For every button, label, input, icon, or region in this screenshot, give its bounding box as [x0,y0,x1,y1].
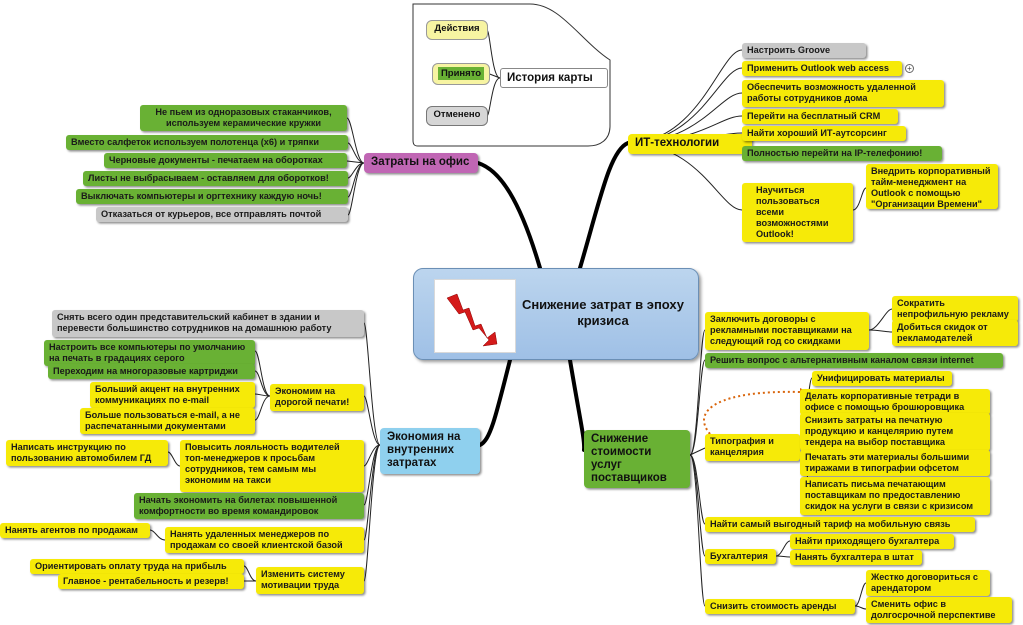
print-item-cartridges[interactable]: Переходим на многоразовые картриджи [48,364,255,379]
legend-rejected: Отменено [426,106,488,126]
typo-item-letters[interactable]: Написать письма печатающим поставщикам п… [800,477,990,515]
internal-item-instruction[interactable]: Написать инструкцию по пользованию автом… [6,440,168,466]
it-item-ip-phone[interactable]: Полностью перейти на IP-телефонию! [742,146,942,161]
it-item-groove[interactable]: Настроить Groove [742,43,866,58]
legend-accepted-label: Принято [437,67,485,80]
typo-item-offset[interactable]: Печатать эти материалы большими тиражами… [800,450,990,476]
office-item-shutdown[interactable]: Выключать компьютеры и оргтехнику каждую… [76,189,348,204]
motivation-item-reserve[interactable]: Главное - рентабельность и резерв! [58,574,244,589]
print-item-grayscale[interactable]: Настроить все компьютеры по умолчанию на… [44,340,255,366]
accounting-branch[interactable]: Бухгалтерия [705,549,776,564]
internal-item-agents[interactable]: Нанять агентов по продажам [0,523,150,538]
typo-item-tender[interactable]: Снизить затраты на печатную продукцию и … [800,413,990,451]
legend-accepted: Принято [432,63,490,85]
expand-icon[interactable]: + [905,64,914,73]
print-item-email[interactable]: Больший акцент на внутренних коммуникаци… [90,382,255,408]
ads-item-reduce[interactable]: Сократить непрофильную рекламу [892,296,1018,322]
suppliers-item-internet[interactable]: Решить вопрос с альтернативным каналом с… [705,353,1003,368]
branch-it[interactable]: ИТ-технологии [628,134,752,154]
legend-title: История карты [500,68,608,88]
center-title: Снижение затрат в эпоху кризиса [521,297,685,328]
it-item-crm[interactable]: Перейти на бесплатный CRM [742,109,898,124]
internal-item-tickets[interactable]: Начать экономить на билетах повышенной к… [134,493,364,519]
it-item-outsourcing[interactable]: Найти хороший ИТ-аутсорсинг [742,126,906,141]
center-topic[interactable]: Снижение затрат в эпоху кризиса [413,268,699,360]
internal-item-remote-managers[interactable]: Нанять удаленных менеджеров по продажам … [165,527,364,553]
internal-item-office-room[interactable]: Снять всего один представительский кабин… [52,310,364,337]
office-item-cups[interactable]: Не пьем из одноразовых стаканчиков, испо… [140,105,347,131]
it-item-time-management[interactable]: Внедрить корпоративный тайм-менеджмент н… [866,164,998,209]
typo-branch[interactable]: Типография и канцелярия [705,434,800,461]
branch-internal[interactable]: Экономия на внутренних затратах [380,428,480,474]
branch-office[interactable]: Затраты на офис [364,153,478,173]
accounting-item-staff[interactable]: Нанять бухгалтера в штат [790,550,922,565]
print-item-less-paper[interactable]: Больше пользоваться e-mail, а не распеча… [80,408,255,434]
ads-item-discounts[interactable]: Добиться скидок от рекламодателей [892,320,1018,346]
motivation-item-profit[interactable]: Ориентировать оплату труда на прибыль [30,559,244,574]
branch-suppliers[interactable]: Снижение стоимости услуг поставщиков [584,430,690,488]
print-branch[interactable]: Экономим на дорогой печати! [270,384,364,411]
internal-item-drivers[interactable]: Повысить лояльность водителей топ-менедж… [180,440,364,492]
motivation-branch[interactable]: Изменить систему мотивации труда [256,567,364,594]
it-item-outlook[interactable]: Научиться пользоваться всеми возможностя… [742,183,853,242]
suppliers-item-mobile[interactable]: Найти самый выгодный тариф на мобильную … [705,517,975,532]
office-item-sheets[interactable]: Листы не выбрасываем - оставляем для обо… [83,171,348,186]
typo-item-unify[interactable]: Унифицировать материалы [812,371,952,386]
it-item-remote-work[interactable]: Обеспечить возможность удаленной работы … [742,80,944,107]
accounting-item-visiting[interactable]: Найти приходящего бухгалтера [790,534,954,549]
office-item-drafts[interactable]: Черновые документы - печатаем на оборотк… [104,153,347,168]
suppliers-item-ads[interactable]: Заключить договоры с рекламными поставщи… [705,312,869,350]
office-item-couriers[interactable]: Отказаться от курьеров, все отправлять п… [96,207,348,222]
rent-branch[interactable]: Снизить стоимость аренды [705,599,855,614]
rent-item-negotiate[interactable]: Жестко договориться с арендатором [866,570,990,596]
it-item-owa[interactable]: Применить Outlook web access [742,61,902,76]
legend-actions: Действия [426,20,488,40]
falling-chart-icon [434,279,516,353]
typo-item-notebooks[interactable]: Делать корпоративные тетради в офисе с п… [800,389,990,415]
rent-item-move[interactable]: Сменить офис в долгосрочной перспективе [866,597,1012,623]
office-item-towels[interactable]: Вместо салфеток используем полотенца (х6… [66,135,348,150]
